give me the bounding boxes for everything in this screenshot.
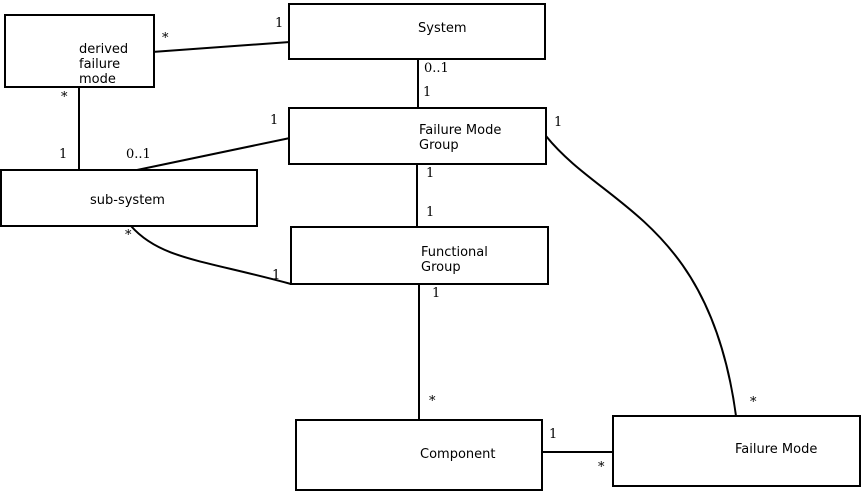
entity-sub-system-label: sub-system bbox=[90, 193, 165, 208]
multiplicity-fmg-functional-group-one: 1 bbox=[426, 166, 435, 181]
entity-failure-mode[interactable]: Failure Mode bbox=[612, 415, 861, 487]
entity-derived-failure-mode-label: derived failure mode bbox=[79, 42, 129, 87]
multiplicity-sub-system-fmg-zero-one: 0..1 bbox=[126, 147, 151, 162]
multiplicity-functional-group-component-one: 1 bbox=[432, 286, 441, 301]
multiplicity-functional-group-fmg-one: 1 bbox=[426, 205, 435, 220]
entity-component-label: Component bbox=[420, 447, 496, 462]
entity-component[interactable]: Component bbox=[295, 419, 543, 491]
association-line-derived-failure-mode-system bbox=[151, 41, 291, 53]
association-line-failure-mode-group-sub-system bbox=[136, 137, 291, 171]
entity-failure-mode-group[interactable]: Failure Mode Group bbox=[288, 107, 547, 165]
association-curve-sub-system-functional-group bbox=[130, 225, 292, 285]
multiplicity-component-failure-mode-one: 1 bbox=[549, 427, 558, 442]
multiplicity-system-fmg-zero-one: 0..1 bbox=[424, 61, 449, 76]
entity-sub-system[interactable]: sub-system bbox=[0, 169, 258, 227]
multiplicity-system-derived-failure-mode-one: 1 bbox=[275, 16, 284, 31]
multiplicity-derived-failure-mode-system-star: * bbox=[162, 31, 169, 46]
entity-failure-mode-group-label: Failure Mode Group bbox=[419, 123, 502, 153]
multiplicity-sub-system-derived-failure-mode-one: 1 bbox=[59, 147, 68, 162]
multiplicity-fmg-failure-mode-one: 1 bbox=[554, 115, 563, 130]
multiplicity-component-functional-group-star: * bbox=[429, 394, 436, 409]
association-curve-failure-mode-group-failure-mode bbox=[545, 135, 737, 417]
multiplicity-sub-system-functional-group-star: * bbox=[125, 228, 132, 243]
entity-system-label: System bbox=[418, 21, 467, 36]
multiplicity-derived-failure-mode-sub-system-star: * bbox=[61, 90, 68, 105]
multiplicity-functional-group-sub-system-one: 1 bbox=[272, 268, 281, 283]
entity-functional-group-label: Functional Group bbox=[421, 245, 488, 275]
entity-derived-failure-mode[interactable]: derived failure mode bbox=[4, 14, 155, 88]
multiplicity-fmg-system-one: 1 bbox=[423, 85, 432, 100]
multiplicity-failure-mode-component-star: * bbox=[598, 460, 605, 475]
multiplicity-failure-mode-fmg-star: * bbox=[750, 395, 757, 410]
entity-failure-mode-label: Failure Mode bbox=[735, 442, 818, 457]
entity-functional-group[interactable]: Functional Group bbox=[290, 226, 549, 285]
entity-system[interactable]: System bbox=[288, 3, 546, 60]
multiplicity-fmg-sub-system-one: 1 bbox=[270, 113, 279, 128]
